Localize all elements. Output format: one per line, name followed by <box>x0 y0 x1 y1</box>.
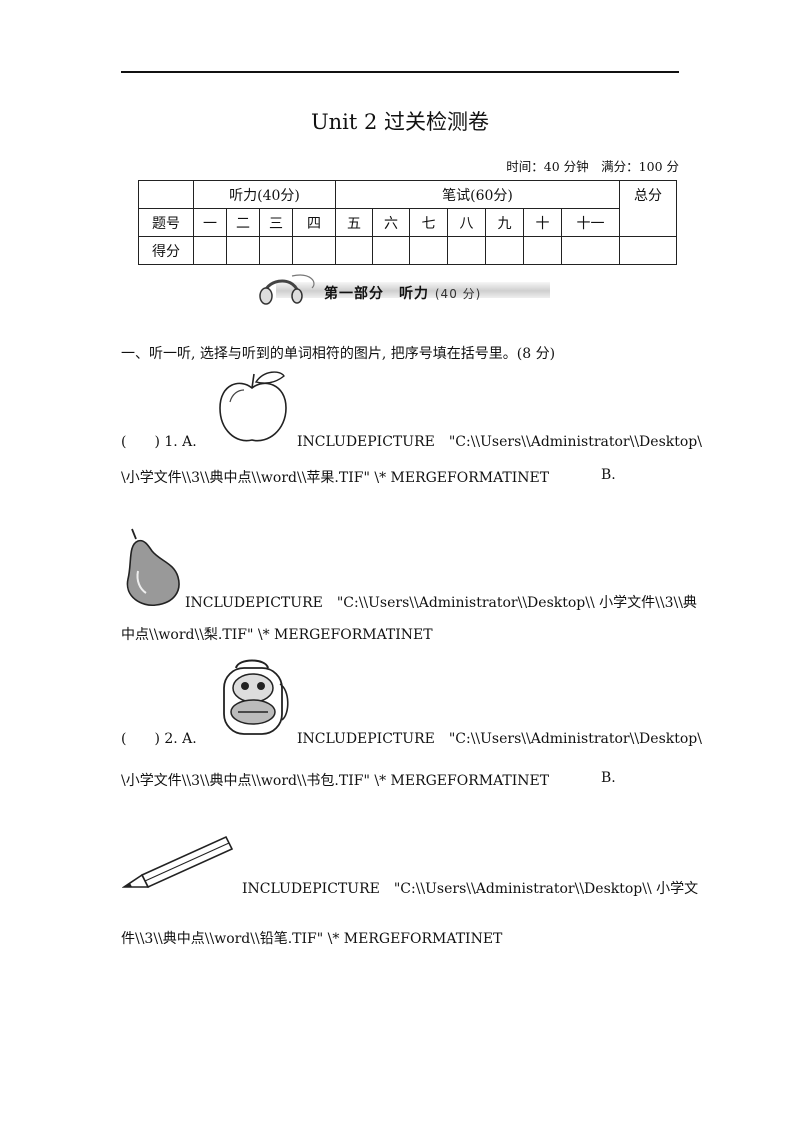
score-cell[interactable] <box>523 236 562 265</box>
headphones-icon <box>259 274 315 305</box>
schoolbag-icon <box>223 659 289 735</box>
item2-a-line2: \小学文件\\3\\典中点\\word\\书包.TIF" \* MERGEFOR… <box>121 773 550 789</box>
score-cell[interactable] <box>226 236 260 265</box>
score-cell[interactable] <box>335 236 373 265</box>
banner-title: 第一部分 听力 <box>324 286 429 302</box>
item2-b-line2: 件\\3\\典中点\\word\\铅笔.TIF" \* MERGEFORMATI… <box>121 931 503 947</box>
total-header: 总分 <box>619 180 677 237</box>
item2-a-line1: INCLUDEPICTURE "C:\\Users\\Administrator… <box>297 731 702 747</box>
row-label-score: 得分 <box>138 236 194 265</box>
score-cell[interactable] <box>259 236 293 265</box>
question-number: 七 <box>409 208 448 237</box>
question-number: 一 <box>193 208 227 237</box>
writing-header: 笔试(60分) <box>335 180 620 209</box>
item2-b-label: B. <box>601 770 616 786</box>
item1-b-label: B. <box>601 467 616 483</box>
question-number: 三 <box>259 208 293 237</box>
item2-b-line1: INCLUDEPICTURE "C:\\Users\\Administrator… <box>242 881 699 897</box>
question-number: 四 <box>292 208 336 237</box>
question-number: 九 <box>485 208 524 237</box>
score-cell[interactable] <box>193 236 227 265</box>
top-rule <box>121 71 679 73</box>
apple-icon <box>219 371 287 442</box>
item1-b-line1: INCLUDEPICTURE "C:\\Users\\Administrator… <box>185 595 697 611</box>
question-number: 六 <box>372 208 410 237</box>
pencil-icon <box>122 835 234 889</box>
item1-a-line2: \小学文件\\3\\典中点\\word\\苹果.TIF" \* MERGEFOR… <box>121 470 550 486</box>
score-cell[interactable] <box>372 236 410 265</box>
item1-prefix: ( ) 1. A. <box>121 434 197 450</box>
item1-a-line1: INCLUDEPICTURE "C:\\Users\\Administrator… <box>297 434 702 450</box>
item2-prefix: ( ) 2. A. <box>121 731 197 747</box>
page-title: Unit 2 过关检测卷 <box>310 110 490 134</box>
question-number: 八 <box>447 208 486 237</box>
score-table-corner <box>138 180 194 209</box>
score-cell[interactable] <box>409 236 448 265</box>
listening-header: 听力(40分) <box>193 180 336 209</box>
score-table: 听力(40分) 笔试(60分) 总分 题号 一 二 三 四 五 六 七 八 九 … <box>138 180 677 265</box>
item1-b-line2: 中点\\word\\梨.TIF" \* MERGEFORMATINET <box>121 627 433 643</box>
question-number: 十 <box>523 208 562 237</box>
time-info: 时间：40 分钟 满分：100 分 <box>506 159 679 174</box>
section-banner: 第一部分 听力 (40 分) <box>252 272 550 306</box>
total-score-cell[interactable] <box>619 236 677 265</box>
score-cell[interactable] <box>292 236 336 265</box>
banner-bar <box>276 282 550 298</box>
score-cell[interactable] <box>561 236 620 265</box>
question1-instruction: 一、听一听, 选择与听到的单词相符的图片, 把序号填在括号里。(8 分) <box>121 346 556 362</box>
question-number: 十一 <box>561 208 620 237</box>
question-number: 二 <box>226 208 260 237</box>
pear-icon <box>126 528 180 606</box>
row-label-number: 题号 <box>138 208 194 237</box>
score-cell[interactable] <box>485 236 524 265</box>
score-cell[interactable] <box>447 236 486 265</box>
banner-text: 第一部分 听力 (40 分) <box>324 283 481 303</box>
banner-points: (40 分) <box>434 287 482 301</box>
question-number: 五 <box>335 208 373 237</box>
